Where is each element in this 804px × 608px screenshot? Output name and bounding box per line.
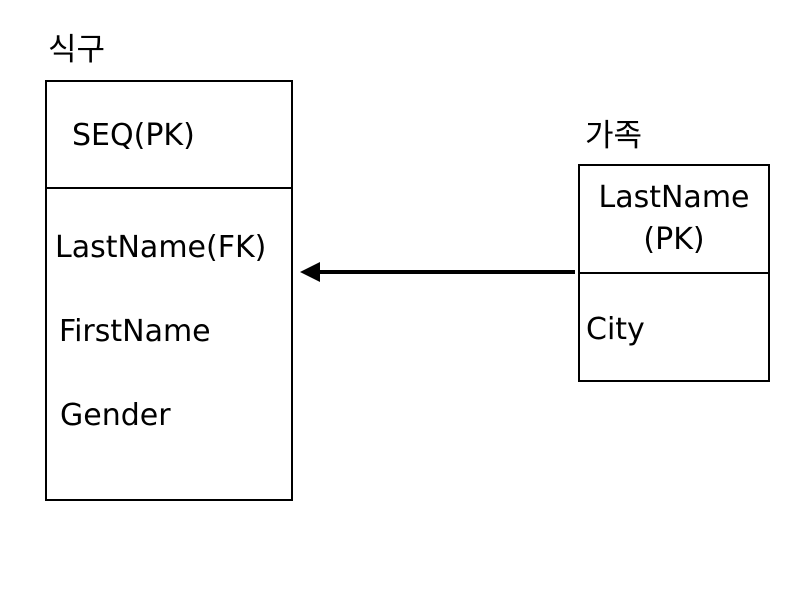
- attribute-lastname-fk: LastName(FK): [55, 230, 267, 265]
- key-attribute-lastname-line1: LastName: [598, 180, 750, 215]
- entity-title-sikgu: 식구: [48, 32, 106, 68]
- entity-divider-sikgu: [45, 187, 293, 189]
- key-attribute-seq: SEQ(PK): [72, 118, 195, 153]
- arrowhead-icon: [300, 262, 320, 282]
- entity-title-gajok: 가족: [585, 118, 643, 154]
- entity-box-sikgu: SEQ(PK) LastName(FK) FirstName Gender: [45, 80, 293, 501]
- attribute-firstname: FirstName: [59, 314, 211, 349]
- attribute-gender: Gender: [60, 398, 171, 433]
- key-attribute-lastname-line2: (PK): [643, 222, 705, 257]
- entity-box-gajok: LastName (PK) City: [578, 164, 770, 382]
- entity-divider-gajok: [578, 272, 770, 274]
- attribute-city: City: [586, 312, 645, 347]
